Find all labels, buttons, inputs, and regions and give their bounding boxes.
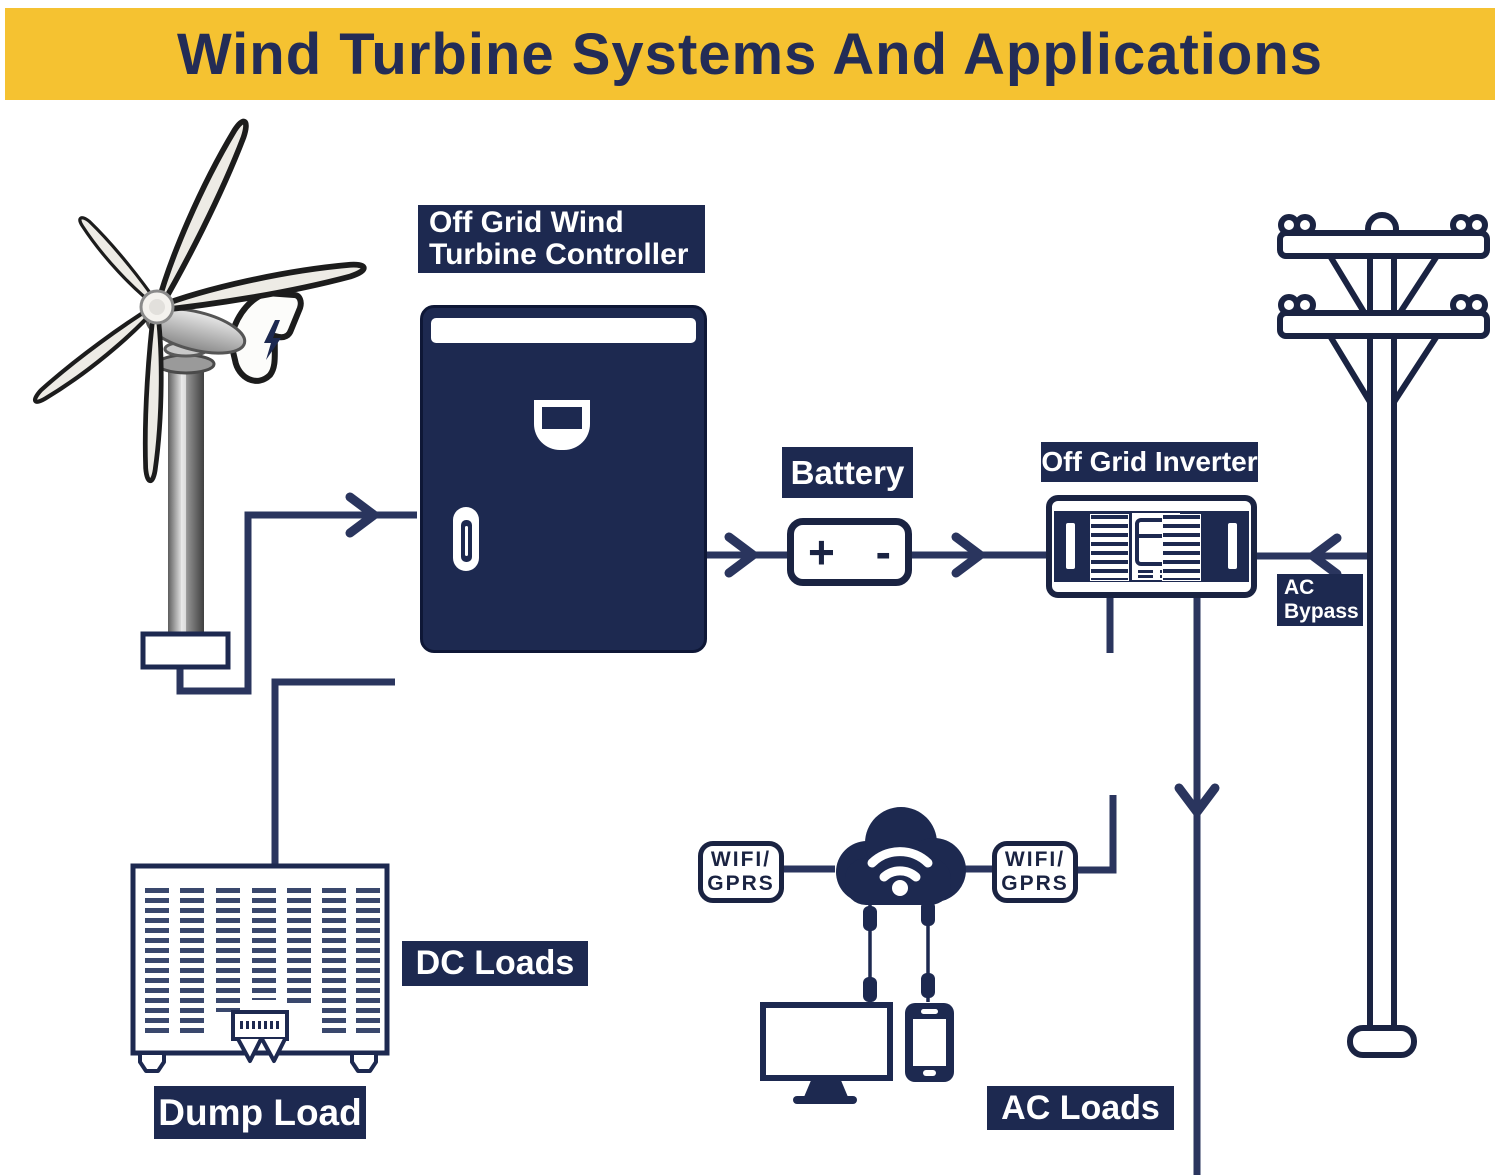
flow-arrow-icon [951, 532, 985, 578]
battery-label: Battery [782, 447, 913, 498]
flow-arrow-icon [1174, 783, 1220, 817]
monitor-screen [760, 1002, 893, 1081]
dump-load-foot [138, 1051, 166, 1073]
ac-loads-label: AC Loads [987, 1086, 1174, 1130]
dump-load-terminals [240, 1021, 279, 1029]
cloud-wifi-icon [836, 807, 966, 1005]
controller-handle [453, 507, 479, 571]
cloud-cables [868, 903, 930, 1005]
turbine-pole-highlight [181, 362, 186, 648]
ac-bypass-line1: AC [1284, 576, 1315, 599]
wifi-right-line2: GPRS [1001, 872, 1069, 895]
lightning-bolt-icon [264, 320, 281, 360]
dump-load-label-text: Dump Load [158, 1091, 362, 1133]
monitor-icon [760, 1002, 893, 1104]
flow-arrows [345, 492, 1342, 817]
wifi-icon [867, 847, 933, 882]
controller-display [534, 400, 590, 450]
title-banner: Wind Turbine Systems And Applications [5, 8, 1495, 100]
wire-turbine-to-controller [176, 511, 417, 695]
dump-load-label: Dump Load [154, 1086, 366, 1139]
wifi-gprs-box-left: WIFI/ GPRS [698, 841, 784, 903]
flow-arrow-icon [1308, 533, 1342, 579]
controller-label-line1: Off Grid Wind [429, 206, 624, 239]
battery-label-text: Battery [790, 453, 905, 491]
inverter-icon [1046, 495, 1257, 598]
utility-pole-icon [1277, 212, 1490, 1058]
dump-load-icon [130, 863, 390, 1073]
ac-bypass-label: AC Bypass [1277, 574, 1363, 626]
wifi-right-line1: WIFI/ [1004, 848, 1066, 871]
controller-top-band [431, 318, 696, 343]
inverter-vent-right [1162, 514, 1201, 581]
wifi-left-line1: WIFI/ [710, 848, 772, 871]
dump-load-foot [350, 1051, 378, 1073]
inverter-label: Off Grid Inverter [1041, 442, 1258, 482]
controller-label-line2: Turbine Controller [429, 238, 689, 271]
turbine-base [140, 631, 231, 670]
flow-arrow-icon [345, 492, 379, 538]
wind-turbine-icon [32, 118, 367, 670]
turbine-nose-cone [149, 299, 165, 315]
controller-icon [420, 305, 707, 653]
turbine-blades [32, 118, 367, 484]
pole-crossarm-top [1277, 230, 1490, 259]
pole-foot [1347, 1025, 1417, 1058]
controller-handle-slot [460, 520, 472, 562]
inverter-vent-left [1090, 514, 1129, 581]
wire-wifi-elbow [1077, 795, 1117, 874]
pole-trunk [1367, 240, 1397, 1036]
flow-arrow-icon [724, 532, 758, 578]
battery-icon: + - [787, 518, 912, 586]
pole-brace [1324, 333, 1373, 413]
pole-brace [1391, 253, 1443, 333]
turbine-collar [156, 353, 216, 375]
wifi-gprs-box-right: WIFI/ GPRS [992, 841, 1078, 903]
pole-brace [1391, 333, 1443, 413]
pole-brace [1324, 253, 1373, 333]
dc-loads-label-text: DC Loads [415, 944, 575, 982]
ac-bypass-line2: Bypass [1284, 600, 1359, 623]
wire-to-dump-load [271, 678, 395, 864]
controller-label: Off Grid Wind Turbine Controller [418, 205, 705, 273]
page-title: Wind Turbine Systems And Applications [176, 21, 1324, 87]
smartphone-icon [905, 1003, 954, 1082]
inverter-panel [1054, 511, 1249, 582]
ac-loads-label-text: AC Loads [1001, 1088, 1160, 1127]
dump-load-vents [145, 888, 380, 1038]
wifi-left-line2: GPRS [707, 872, 775, 895]
inverter-label-text: Off Grid Inverter [1041, 446, 1258, 477]
inverter-slot-right [1228, 523, 1237, 569]
controller-display-slot [542, 407, 582, 429]
inverter-slot-left [1066, 523, 1075, 569]
dc-loads-label: DC Loads [402, 941, 588, 986]
pole-crossarm-bottom [1277, 310, 1490, 339]
